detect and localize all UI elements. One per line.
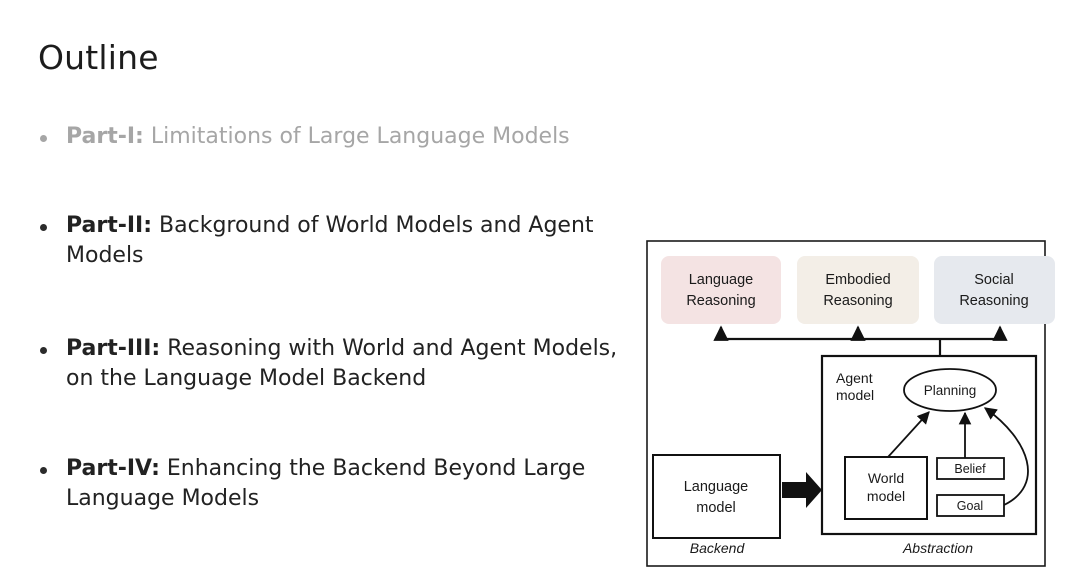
part-label: Part-III:: [66, 336, 161, 361]
outline-item-part-2: Part-II: Background of World Models and …: [38, 211, 638, 271]
reasoning-box-language-bg: [661, 256, 781, 324]
reasoning-box-social-bg: [934, 256, 1055, 324]
agent-model-label-line1: Agent: [836, 370, 873, 386]
reasoning-box-social: Social Reasoning: [934, 256, 1055, 324]
agent-model-label-line2: model: [836, 387, 874, 403]
outline-item-part-3: Part-III: Reasoning with World and Agent…: [38, 334, 638, 394]
part-description: Reasoning with World and Agent Models, o…: [66, 336, 618, 391]
belief-box: [936, 457, 1005, 480]
part-label: Part-IV:: [66, 456, 160, 481]
agent-model-box: [820, 354, 1038, 536]
part-label: Part-I:: [66, 124, 144, 149]
backend-to-abstraction-arrow: [782, 472, 822, 508]
language-model-line1: Language: [684, 479, 749, 495]
bullet-dot-icon: [40, 135, 47, 142]
world-model-line1: World: [868, 470, 904, 486]
bullet-dot-icon: [40, 347, 47, 354]
reasoning-box-embodied: Embodied Reasoning: [797, 256, 919, 324]
bullet-dot-icon: [40, 224, 47, 231]
part-description: Enhancing the Backend Beyond Large Langu…: [66, 456, 586, 511]
reasoning-box-embodied-bg: [797, 256, 919, 324]
reasoning-box-language-line2: Reasoning: [686, 293, 755, 309]
part-label: Part-II:: [66, 213, 153, 238]
outline-item-text: Part-II: Background of World Models and …: [66, 211, 606, 271]
reasoning-box-social-line2: Reasoning: [959, 293, 1028, 309]
reasoning-box-embodied-line2: Reasoning: [823, 293, 892, 309]
outline-item-part-4: Part-IV: Enhancing the Backend Beyond La…: [38, 454, 638, 514]
reasoning-box-embodied-line1: Embodied: [825, 272, 890, 288]
planning-node: [903, 368, 997, 412]
outline-item-text: Part-IV: Enhancing the Backend Beyond La…: [66, 454, 606, 514]
goal-label: Goal: [957, 499, 983, 513]
reasoning-connector: [713, 325, 1008, 356]
goal-box: [936, 494, 1005, 517]
world-model-box: [844, 456, 928, 520]
reasoning-box-language-line1: Language: [689, 272, 754, 288]
slide-title: Outline: [38, 38, 159, 77]
backend-label: Backend: [690, 540, 746, 556]
reasoning-box-language: Language Reasoning: [661, 256, 781, 324]
agent-model-arrows: [887, 407, 1029, 506]
world-model-line2: model: [867, 488, 905, 504]
abstraction-label: Abstraction: [902, 540, 973, 556]
planning-label: Planning: [924, 383, 977, 398]
outline-item-text: Part-I: Limitations of Large Language Mo…: [66, 122, 638, 152]
belief-label: Belief: [954, 462, 986, 476]
reasoning-box-social-line1: Social: [974, 272, 1014, 288]
language-model-box: [652, 454, 781, 539]
part-description: Background of World Models and Agent Mod…: [66, 213, 594, 268]
language-model-line2: model: [696, 500, 736, 516]
diagram-frame: [646, 240, 1046, 567]
bullet-dot-icon: [40, 467, 47, 474]
outline-item-part-1: Part-I: Limitations of Large Language Mo…: [38, 122, 638, 152]
outline-item-text: Part-III: Reasoning with World and Agent…: [66, 334, 626, 394]
part-description: Limitations of Large Language Models: [143, 124, 570, 149]
